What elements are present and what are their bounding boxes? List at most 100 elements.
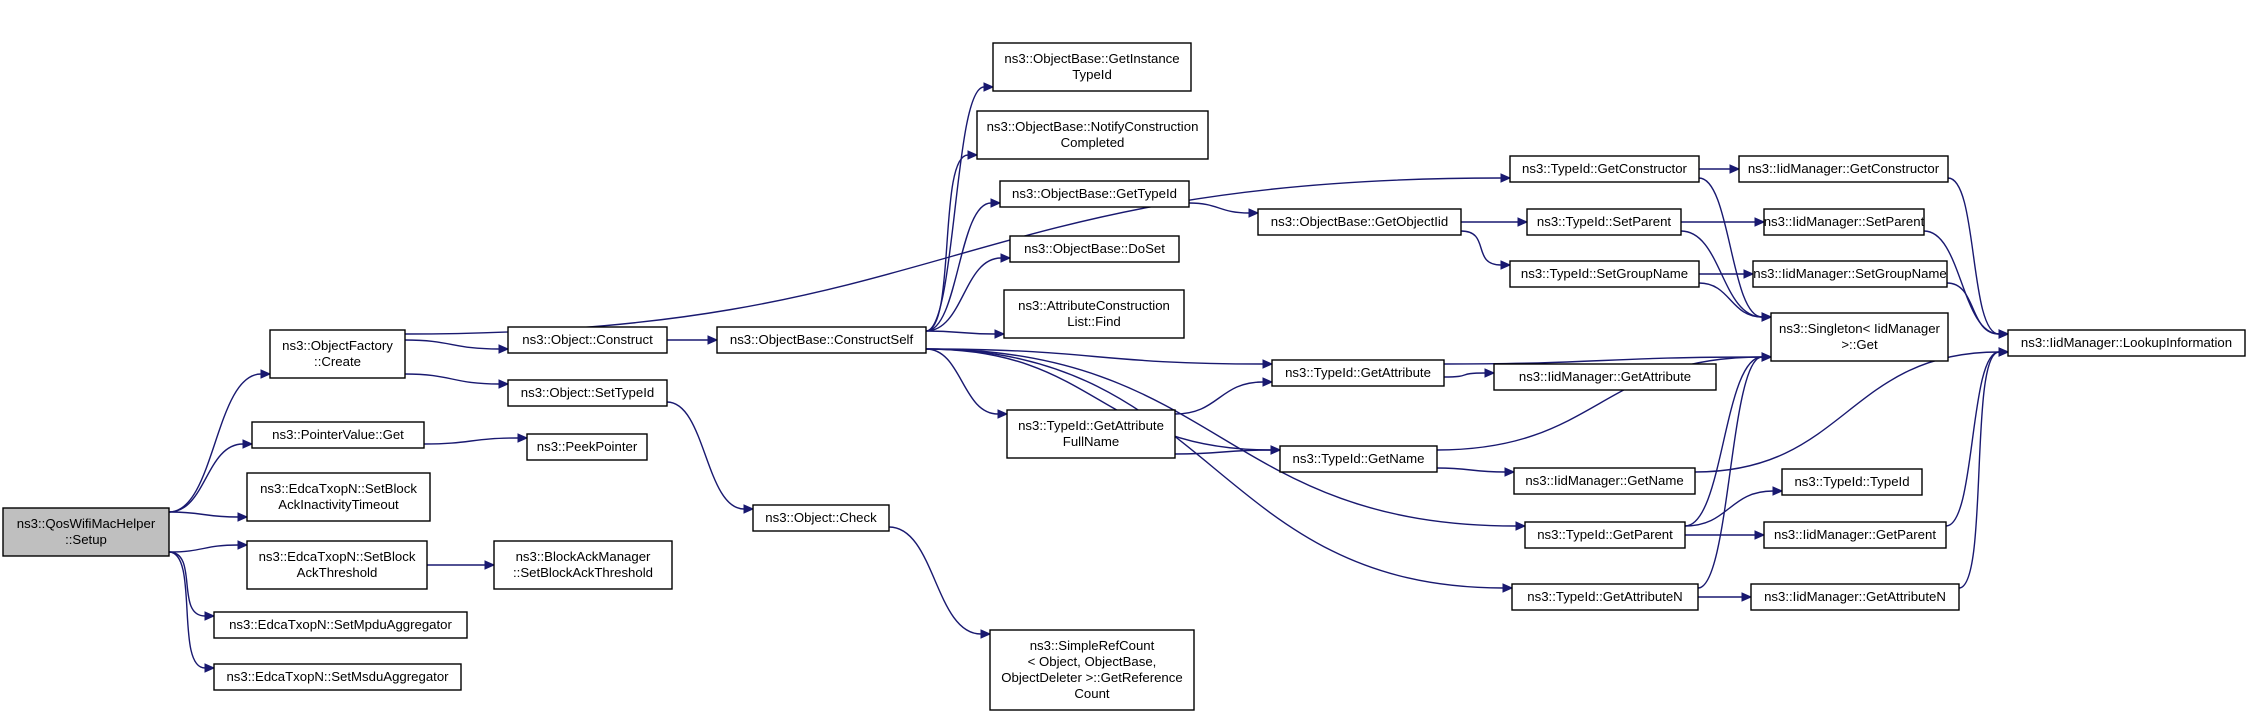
node-box [1511, 583, 1699, 611]
node-label: AckThreshold [297, 565, 378, 580]
node-box [1763, 208, 1925, 236]
node-typeid-setparent[interactable]: ns3::TypeId::SetParent [1526, 208, 1682, 236]
edge-ob_getobjectiid-to-t_setgroupname [1460, 230, 1502, 266]
node-label: ::SetBlockAckThreshold [513, 565, 653, 580]
node-box [507, 379, 668, 407]
node-box [246, 472, 431, 522]
node-label: ns3::IidManager::GetAttribute [1519, 369, 1691, 384]
edge-iid_getparent-to-iid_lookupinformation [1945, 351, 2000, 527]
node-label: ns3::PeekPointer [537, 439, 638, 454]
node-box [1009, 235, 1180, 263]
node-typeid-getname[interactable]: ns3::TypeId::GetName [1279, 445, 1438, 473]
node-iidmanager-getattribute[interactable]: ns3::IidManager::GetAttribute [1493, 363, 1717, 391]
node-objectbase-constructself[interactable]: ns3::ObjectBase::ConstructSelf [716, 326, 927, 354]
node-label: ns3::ObjectBase::GetTypeId [1012, 186, 1177, 201]
node-label: ns3::ObjectBase::NotifyConstruction [987, 119, 1199, 134]
node-box [1509, 155, 1700, 183]
edge-arrowhead [1998, 347, 2010, 357]
node-typeid-getattributen[interactable]: ns3::TypeId::GetAttributeN [1511, 583, 1699, 611]
node-object-construct[interactable]: ns3::Object::Construct [507, 326, 668, 354]
node-label: ns3::IidManager::GetParent [1774, 527, 1936, 542]
node-peekpointer[interactable]: ns3::PeekPointer [526, 433, 648, 461]
node-label: ns3::TypeId::GetAttribute [1018, 418, 1164, 433]
node-label: ns3::TypeId::TypeId [1794, 474, 1909, 489]
node-label: ns3::TypeId::GetParent [1537, 527, 1673, 542]
edge-arrowhead [498, 379, 510, 389]
node-typeid-getattribute[interactable]: ns3::TypeId::GetAttribute [1271, 359, 1445, 387]
edge-arrowhead [484, 560, 496, 570]
node-qoswifimachelper-setup[interactable]: ns3::QosWifiMacHelper::Setup [2, 507, 170, 557]
node-label: ns3::IidManager::LookupInformation [2021, 335, 2232, 350]
node-label: ns3::IidManager::SetParent [1764, 214, 1925, 229]
edge-obj_check-to-src_getreferencecount [888, 526, 982, 635]
edge-t_getattribute-to-iid_getattribute [1443, 372, 1486, 378]
node-label: ns3::EdcaTxopN::SetBlock [260, 481, 417, 496]
node-label: Count [1074, 686, 1110, 701]
node-label: ns3::BlockAckManager [516, 549, 651, 564]
node-pointervalue-get[interactable]: ns3::PointerValue::Get [251, 421, 425, 449]
edge-arrowhead [237, 512, 249, 522]
node-iidmanager-lookupinformation[interactable]: ns3::IidManager::LookupInformation [2007, 329, 2246, 357]
node-typeid-typeid[interactable]: ns3::TypeId::TypeId [1781, 468, 1923, 496]
edge-arrowhead [1517, 217, 1529, 227]
edge-of_create-to-obj_settypeid [404, 373, 500, 385]
node-edcatxopn-setblockackthreshold[interactable]: ns3::EdcaTxopN::SetBlockAckThreshold [246, 540, 428, 590]
node-iidmanager-getconstructor[interactable]: ns3::IidManager::GetConstructor [1738, 155, 1949, 183]
edge-arrowhead [990, 198, 1002, 208]
edge-iid_getattributen-to-iid_lookupinformation [1958, 351, 2000, 589]
node-label: ns3::ObjectBase::DoSet [1024, 241, 1165, 256]
node-typeid-setgroupname[interactable]: ns3::TypeId::SetGroupName [1509, 260, 1700, 288]
node-label: ::Create [314, 354, 361, 369]
node-singleton-iidmanager-get[interactable]: ns3::Singleton< IidManager>::Get [1770, 312, 1949, 362]
node-label: ns3::Object::SetTypeId [521, 385, 654, 400]
node-label: AckInactivityTimeout [278, 497, 399, 512]
node-label: ns3::QosWifiMacHelper [17, 516, 156, 531]
edge-arrowhead [994, 329, 1006, 339]
node-typeid-getconstructor[interactable]: ns3::TypeId::GetConstructor [1509, 155, 1700, 183]
node-iidmanager-getname[interactable]: ns3::IidManager::GetName [1513, 467, 1696, 495]
node-iidmanager-setparent[interactable]: ns3::IidManager::SetParent [1763, 208, 1925, 236]
node-iidmanager-setgroupname[interactable]: ns3::IidManager::SetGroupName [1752, 260, 1948, 288]
edge-t_getparent-to-t_typeid [1684, 490, 1774, 527]
node-objectbase-getobjectiid[interactable]: ns3::ObjectBase::GetObjectIid [1257, 208, 1462, 236]
node-label: ns3::IidManager::GetName [1525, 473, 1683, 488]
edge-t_getattributefullname-to-t_getname [1174, 449, 1272, 455]
edge-qos_setup-to-e_sbat [168, 544, 239, 553]
node-label: ns3::AttributeConstruction [1018, 298, 1170, 313]
node-box [1752, 260, 1948, 288]
node-label: ns3::ObjectBase::ConstructSelf [730, 332, 914, 347]
node-objectbase-gettypeid[interactable]: ns3::ObjectBase::GetTypeId [999, 180, 1190, 208]
edge-arrowhead [242, 439, 254, 449]
node-edcatxopn-setmpduaggregator[interactable]: ns3::EdcaTxopN::SetMpduAggregator [213, 611, 468, 639]
node-object-check[interactable]: ns3::Object::Check [752, 504, 890, 532]
node-edcatxopn-setmsduaggregator[interactable]: ns3::EdcaTxopN::SetMsduAggregator [213, 663, 462, 691]
edge-arrowhead [1262, 377, 1274, 387]
node-typeid-getparent[interactable]: ns3::TypeId::GetParent [1524, 521, 1686, 549]
edge-qos_setup-to-of_create [168, 373, 262, 513]
node-iidmanager-getattributen[interactable]: ns3::IidManager::GetAttributeN [1750, 583, 1960, 611]
node-edcatxopn-setblockackinactivitytimeout[interactable]: ns3::EdcaTxopN::SetBlockAckInactivityTim… [246, 472, 431, 522]
node-box [2, 507, 170, 557]
edge-ob_constructself-to-ob_doset [925, 257, 1002, 332]
node-objectbase-doset[interactable]: ns3::ObjectBase::DoSet [1009, 235, 1180, 263]
node-objectfactory-create[interactable]: ns3::ObjectFactory::Create [269, 329, 406, 379]
node-objectbase-notifyconstructioncompleted[interactable]: ns3::ObjectBase::NotifyConstructionCompl… [976, 110, 1209, 160]
edge-iid_setgroupname-to-iid_lookupinformation [1946, 282, 2000, 335]
edge-qos_setup-to-pv_get [168, 443, 244, 513]
node-box [246, 540, 428, 590]
node-blockackmanager-setblockackthreshold[interactable]: ns3::BlockAckManager::SetBlockAckThresho… [493, 540, 673, 590]
node-box [1257, 208, 1462, 236]
edge-of_create-to-t_getconstructor [404, 177, 1502, 335]
node-simplerefcount-getreferencecount[interactable]: ns3::SimpleRefCount< Object, ObjectBase,… [989, 629, 1195, 711]
node-label: >::Get [1841, 337, 1878, 352]
edge-t_getattributen-to-singleton_get [1697, 356, 1763, 589]
node-label: ns3::ObjectFactory [282, 338, 393, 353]
node-iidmanager-getparent[interactable]: ns3::IidManager::GetParent [1763, 521, 1947, 549]
node-box [1509, 260, 1700, 288]
edge-ob_constructself-to-ob_gettypeid [925, 202, 992, 332]
edge-ob_gettypeid-to-ob_getobjectiid [1188, 202, 1250, 214]
node-object-settypeid[interactable]: ns3::Object::SetTypeId [507, 379, 668, 407]
